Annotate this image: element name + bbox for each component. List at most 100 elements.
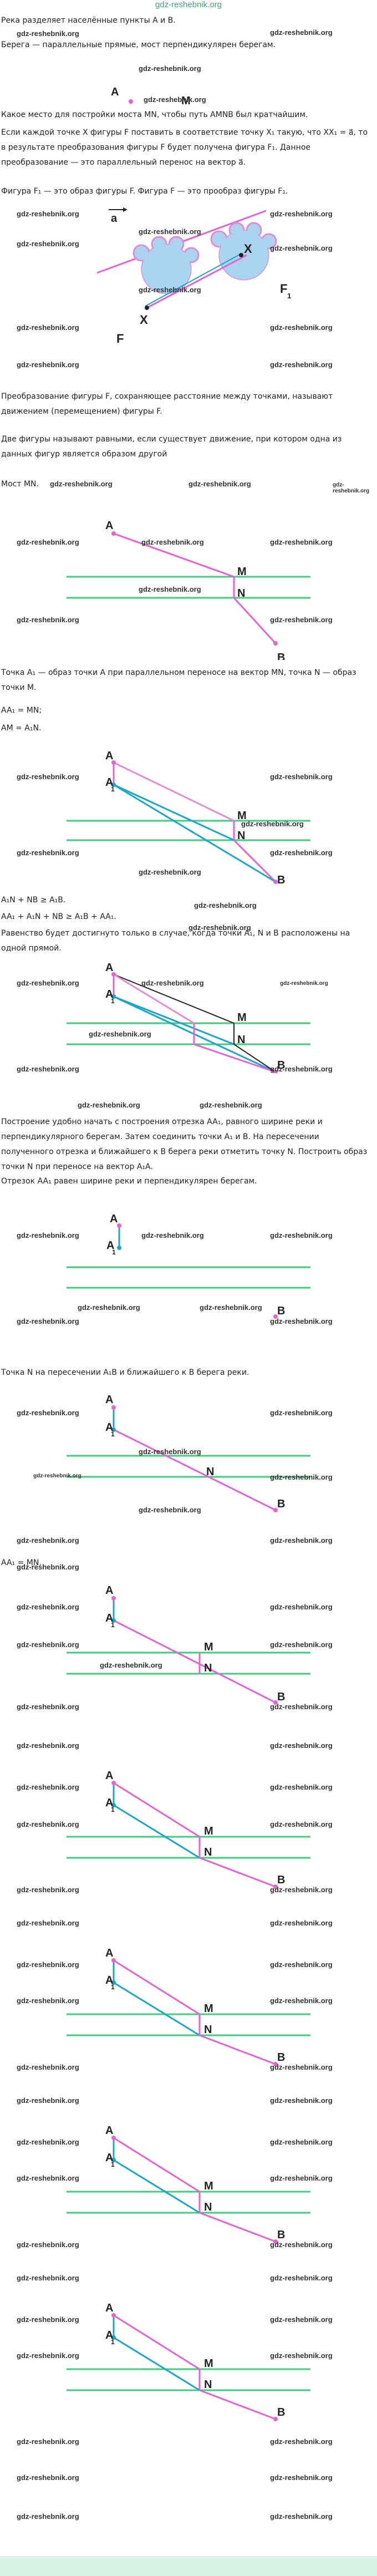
point-b-label: B bbox=[277, 2229, 285, 2241]
text-point-n: Точка N на пересечении A₁B и ближайшего … bbox=[1, 1368, 249, 1377]
figure-f-label: F bbox=[116, 332, 124, 344]
point-b-label: B bbox=[277, 1874, 285, 1886]
point-a-label: A bbox=[105, 2302, 113, 2314]
watermark: gdz-reshebnik.org bbox=[78, 1303, 140, 1312]
point-m-label: M bbox=[237, 566, 247, 578]
watermark: gdz-reshebnik.org bbox=[17, 538, 79, 546]
point-m-label: M bbox=[204, 2180, 213, 2192]
watermark: gdz-reshebnik.org bbox=[241, 820, 304, 828]
watermark: gdz-reshebnik.org bbox=[270, 1640, 333, 1649]
watermark: gdz-reshebnik.org bbox=[17, 1783, 79, 1791]
watermark: gdz-reshebnik.org bbox=[17, 1886, 79, 1894]
text-a1-image: Точка A₁ — образ точки A при параллельно… bbox=[1, 668, 356, 692]
watermark: gdz-reshebnik.org bbox=[17, 2274, 79, 2282]
watermark: gdz-reshebnik.org bbox=[17, 2315, 79, 2324]
xx1-segment bbox=[146, 254, 247, 309]
watermark: gdz-reshebnik.org bbox=[139, 868, 201, 876]
point-a1-sub: 1 bbox=[111, 1430, 115, 1438]
point-b-label: B bbox=[277, 1305, 285, 1317]
point-a1-sub: 1 bbox=[111, 997, 115, 1005]
watermark: gdz-reshebnik.org bbox=[270, 616, 333, 624]
point-a1-sub: 1 bbox=[111, 785, 115, 793]
point-x bbox=[145, 306, 149, 310]
watermark: gdz-reshebnik.org bbox=[139, 1447, 201, 1456]
vector-a-label: a bbox=[111, 212, 118, 225]
full-construction-figure: A A 1 M N B bbox=[67, 1947, 310, 2066]
point-n-label: N bbox=[204, 1846, 212, 1858]
duplicate-construction-figure: A A 1 M N B bbox=[67, 2125, 310, 2244]
bridge-mn-figure: A M N B bbox=[67, 520, 310, 660]
watermark: gdz-reshebnik.org bbox=[141, 538, 204, 546]
watermark: gdz-reshebnik.org bbox=[270, 28, 333, 37]
watermark: gdz-reshebnik.org bbox=[17, 1409, 79, 1417]
text-equality-condition: Равенство будет достигнуто только в случ… bbox=[1, 929, 350, 953]
point-x-label: X bbox=[140, 313, 148, 327]
watermark: gdz-reshebnik.org bbox=[17, 979, 79, 987]
watermark: gdz-reshebnik.org bbox=[33, 1473, 81, 1479]
watermark: gdz-reshebnik.org bbox=[194, 901, 257, 910]
point-a1-label: A bbox=[105, 776, 113, 789]
figure-f bbox=[133, 236, 200, 294]
watermark: gdz-reshebnik.org bbox=[270, 323, 333, 332]
point-n-label: N bbox=[204, 2024, 212, 2036]
text-aa1-eq-mn-2: AA₁ = MN. bbox=[1, 1558, 42, 1567]
point-a1-sub: 1 bbox=[112, 1248, 116, 1256]
watermark: gdz-reshebnik.org bbox=[270, 210, 333, 218]
point-a-label: A bbox=[110, 1213, 118, 1225]
watermark: gdz-reshebnik.org bbox=[17, 2174, 79, 2182]
point-n-label: N bbox=[237, 587, 245, 599]
point-n-label: N bbox=[237, 830, 245, 842]
figure-f1-label: F bbox=[280, 282, 287, 296]
text-image-preimage: Фигура F₁ — это образ фигуры F. Фигура F… bbox=[1, 187, 288, 196]
watermark: gdz-reshebnik.org bbox=[17, 210, 79, 218]
watermark: gdz-reshebnik.org bbox=[17, 2063, 79, 2071]
point-a1-label: A bbox=[105, 1974, 113, 1986]
watermark: gdz-reshebnik.org bbox=[270, 1741, 333, 1750]
watermark: gdz-reshebnik.org bbox=[270, 1919, 333, 1927]
watermark: gdz-reshebnik.org bbox=[200, 1303, 262, 1312]
watermark: gdz-reshebnik.org bbox=[17, 1603, 79, 1611]
watermark: gdz-reshebnik.org bbox=[270, 2351, 333, 2360]
watermark: gdz-reshebnik.org bbox=[270, 1703, 333, 1711]
point-a-label: A bbox=[105, 962, 113, 974]
watermark: gdz-reshebnik.org bbox=[17, 29, 79, 38]
watermark: gdz-reshebnik.org bbox=[139, 227, 201, 236]
watermark: gdz-reshebnik.org bbox=[17, 2096, 79, 2105]
point-a-label: A bbox=[105, 2125, 113, 2137]
line-a1b-figure: A A 1 N B bbox=[67, 1394, 310, 1512]
site-brand[interactable]: gdz-reshebnik.org bbox=[155, 0, 222, 9]
watermark: gdz-reshebnik.org bbox=[17, 1960, 79, 1969]
point-a1-sub: 1 bbox=[111, 2161, 115, 2168]
watermark: gdz-reshebnik.org bbox=[17, 773, 79, 781]
watermark: gdz-reshebnik.org bbox=[188, 480, 251, 488]
point-a-label: A bbox=[105, 520, 113, 532]
point-a bbox=[129, 99, 133, 104]
text-segment-aa1: Отрезок AA₁ равен ширине реки и перпенди… bbox=[1, 1177, 257, 1186]
watermark: gdz-reshebnik.org bbox=[17, 2138, 79, 2146]
point-n-label: N bbox=[206, 1466, 214, 1478]
watermark: gdz-reshebnik.org bbox=[50, 480, 113, 488]
point-m-label: M bbox=[204, 1641, 213, 1653]
last-construction-figure: A A 1 M N B bbox=[67, 2302, 310, 2421]
watermark: gdz-reshebnik.org bbox=[270, 360, 333, 369]
point-a-label: A bbox=[105, 1394, 113, 1406]
footer-bar bbox=[0, 2556, 377, 2576]
point-m-label: M bbox=[181, 95, 191, 107]
point-a1-label: A bbox=[105, 1612, 113, 1624]
point-a1-label: A bbox=[105, 2152, 113, 2164]
watermark: gdz-reshebnik.org bbox=[17, 1820, 79, 1828]
watermark: gdz-reshebnik.org bbox=[17, 616, 79, 624]
watermark: gdz-reshebnik.org bbox=[17, 2240, 79, 2249]
watermark: gdz-reshebnik.org bbox=[270, 1065, 333, 1073]
watermark: gdz-reshebnik.org bbox=[17, 1919, 79, 1927]
watermark: gdz-reshebnik.org bbox=[141, 1231, 204, 1239]
watermark: gdz-reshebnik.org bbox=[17, 360, 79, 369]
text-bridge-mn: Мост MN. bbox=[1, 480, 39, 489]
point-a1-sub: 1 bbox=[111, 1806, 115, 1813]
watermark: gdz-reshebnik.org bbox=[17, 848, 79, 857]
watermark: gdz-reshebnik.org bbox=[270, 848, 333, 857]
segment-aa1-figure: A A 1 B bbox=[67, 1213, 310, 1319]
watermark: gdz-reshebnik.org bbox=[17, 1563, 79, 1571]
watermark: gdz-reshebnik.org bbox=[270, 1886, 333, 1894]
watermark: gdz-reshebnik.org bbox=[89, 1030, 151, 1038]
